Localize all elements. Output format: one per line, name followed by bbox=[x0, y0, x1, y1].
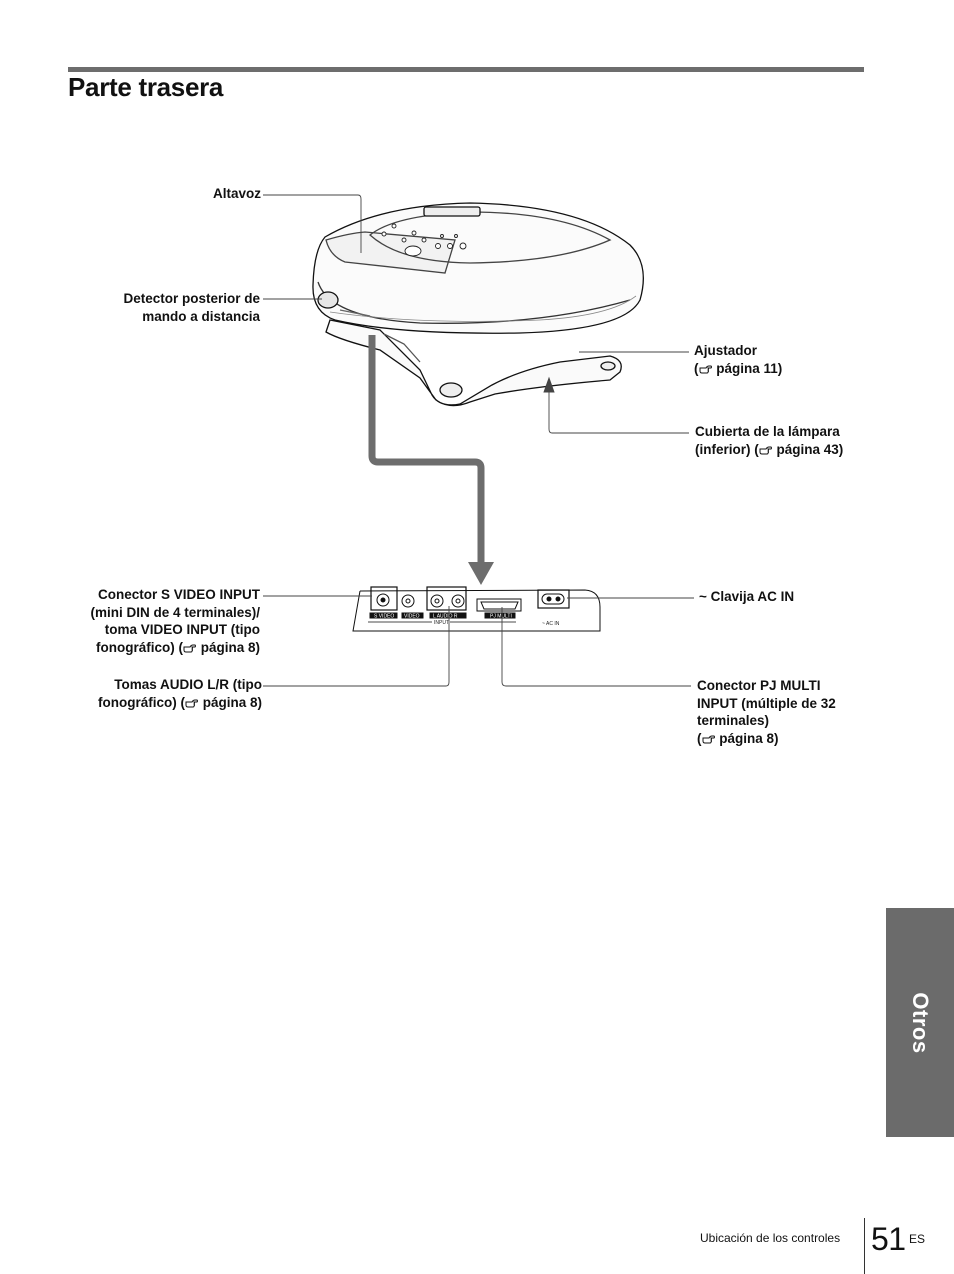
footer-section-title: Ubicación de los controles bbox=[700, 1231, 841, 1245]
lower-leader-lines bbox=[263, 595, 694, 687]
page-number: 51 bbox=[871, 1221, 906, 1257]
projector-illustration bbox=[312, 202, 644, 407]
audio-tag: L AUDIO R bbox=[433, 614, 458, 620]
upper-leader-lines bbox=[263, 194, 689, 434]
pointing-hand-icon bbox=[699, 365, 712, 373]
pointing-hand-icon bbox=[185, 699, 198, 707]
ac-in-tag: ~ AC IN bbox=[542, 621, 560, 627]
rear-connector-panel bbox=[352, 586, 601, 632]
label-s-video: Conector S VIDEO INPUT (mini DIN de 4 te… bbox=[90, 587, 260, 655]
input-tag: INPUT bbox=[434, 620, 449, 626]
pointing-hand-icon bbox=[702, 735, 715, 743]
label-ajustador: Ajustador ( página 11) bbox=[694, 343, 783, 376]
label-ac-in: ~ Clavija AC IN bbox=[699, 589, 795, 604]
title-rule bbox=[68, 67, 864, 72]
label-cubierta: Cubierta de la lámpara (inferior) ( pági… bbox=[695, 424, 844, 457]
label-audio: Tomas AUDIO L/R (tipo fonográfico) ( pág… bbox=[97, 677, 262, 710]
view-arrow bbox=[368, 335, 494, 585]
s-video-tag: S VIDEO bbox=[374, 614, 394, 620]
pointing-hand-icon bbox=[183, 644, 196, 652]
pj-multi-tag: PJ MULTI bbox=[490, 614, 512, 620]
section-tab-label: Otros bbox=[908, 991, 933, 1054]
footer-divider bbox=[864, 1218, 865, 1274]
label-altavoz: Altavoz bbox=[212, 186, 261, 201]
panel-tags: S VIDEO VIDEO L AUDIO R PJ MULTI INPUT ~… bbox=[374, 614, 560, 628]
label-pj-multi: Conector PJ MULTI INPUT (múltiple de 32 … bbox=[697, 678, 836, 746]
section-tab[interactable]: Otros bbox=[886, 908, 954, 1137]
page-title: Parte trasera bbox=[68, 72, 224, 102]
page-language: ES bbox=[909, 1232, 926, 1246]
pointing-hand-icon bbox=[759, 446, 772, 454]
video-tag: VIDEO bbox=[404, 614, 420, 620]
label-detector: Detector posterior de mando a distancia bbox=[123, 291, 260, 324]
